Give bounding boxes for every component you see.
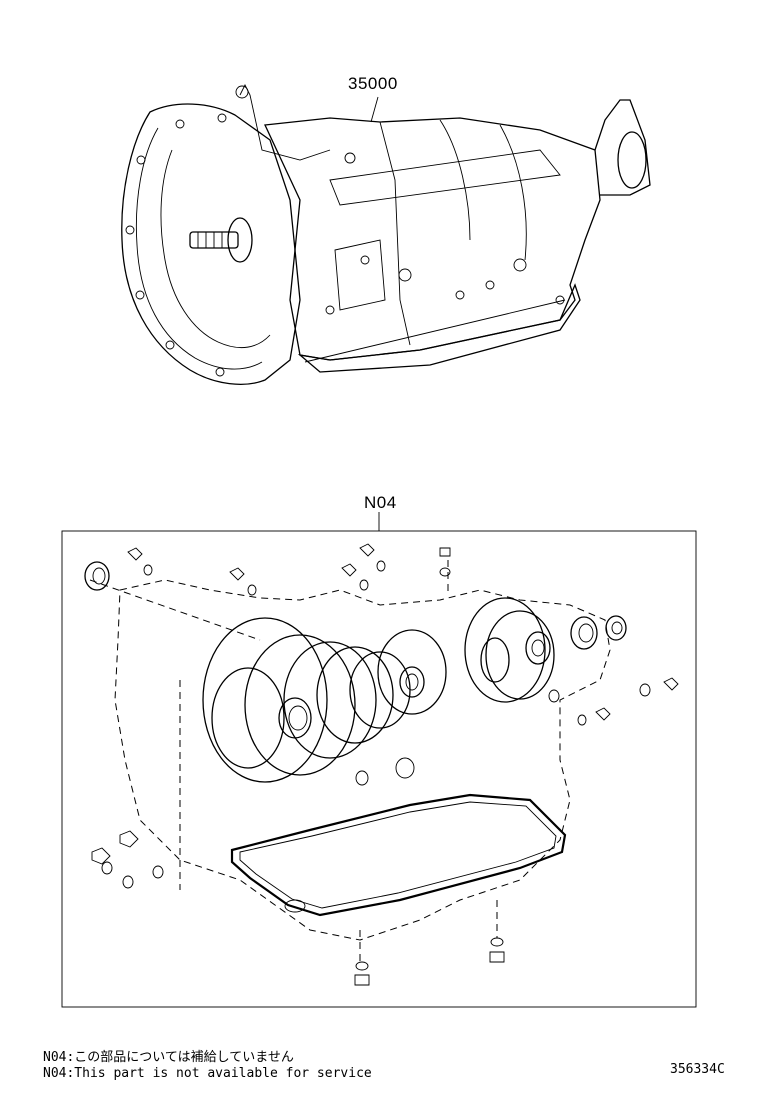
oil-pan-gasket bbox=[230, 793, 567, 917]
case-rib-1 bbox=[439, 119, 471, 241]
clutch-seal-rings-left bbox=[202, 617, 411, 783]
gasket-kit-drawing bbox=[84, 543, 679, 986]
transmission-ghost-outline bbox=[114, 579, 611, 941]
oil-pan bbox=[297, 283, 581, 373]
callout-35000: 35000 bbox=[348, 74, 398, 93]
tail-housing bbox=[594, 99, 651, 196]
o-rings-right bbox=[355, 677, 679, 786]
drain-plugs-bottom bbox=[354, 937, 505, 986]
note-japanese: N04:この部品については補給していません bbox=[43, 1050, 294, 1065]
bell-housing-outline bbox=[121, 103, 301, 385]
flange-bolt-holes bbox=[125, 113, 227, 377]
clutch-seal-rings-middle bbox=[377, 629, 447, 715]
figure-id: 356334C bbox=[670, 1062, 725, 1077]
callout-n04: N04 bbox=[364, 493, 397, 512]
note-english: N04:This part is not available for servi… bbox=[43, 1066, 372, 1081]
side-plate bbox=[334, 239, 386, 311]
leader-line-35000 bbox=[370, 96, 379, 123]
breather-cap bbox=[235, 85, 249, 99]
front-oil-seal bbox=[84, 561, 110, 591]
o-rings-lower-left bbox=[91, 830, 164, 889]
oil-pan-flange bbox=[304, 299, 566, 363]
bell-housing-flange bbox=[135, 127, 263, 370]
leader-oil-seal-front bbox=[89, 579, 261, 641]
case-rib-2 bbox=[499, 124, 527, 261]
transmission-case bbox=[264, 117, 601, 361]
bell-housing-inner bbox=[160, 149, 271, 349]
case-bolts bbox=[325, 152, 565, 315]
case-seam bbox=[379, 121, 411, 346]
clutch-seal-rings-right bbox=[464, 597, 555, 703]
rear-oil-seals bbox=[570, 615, 627, 650]
valve-body-cover bbox=[329, 149, 561, 206]
transmission-assembly-drawing bbox=[121, 83, 651, 385]
output-flange bbox=[617, 131, 647, 189]
input-shaft bbox=[189, 217, 253, 263]
o-rings-top bbox=[127, 543, 451, 596]
gasket-kit-frame bbox=[61, 530, 697, 1008]
